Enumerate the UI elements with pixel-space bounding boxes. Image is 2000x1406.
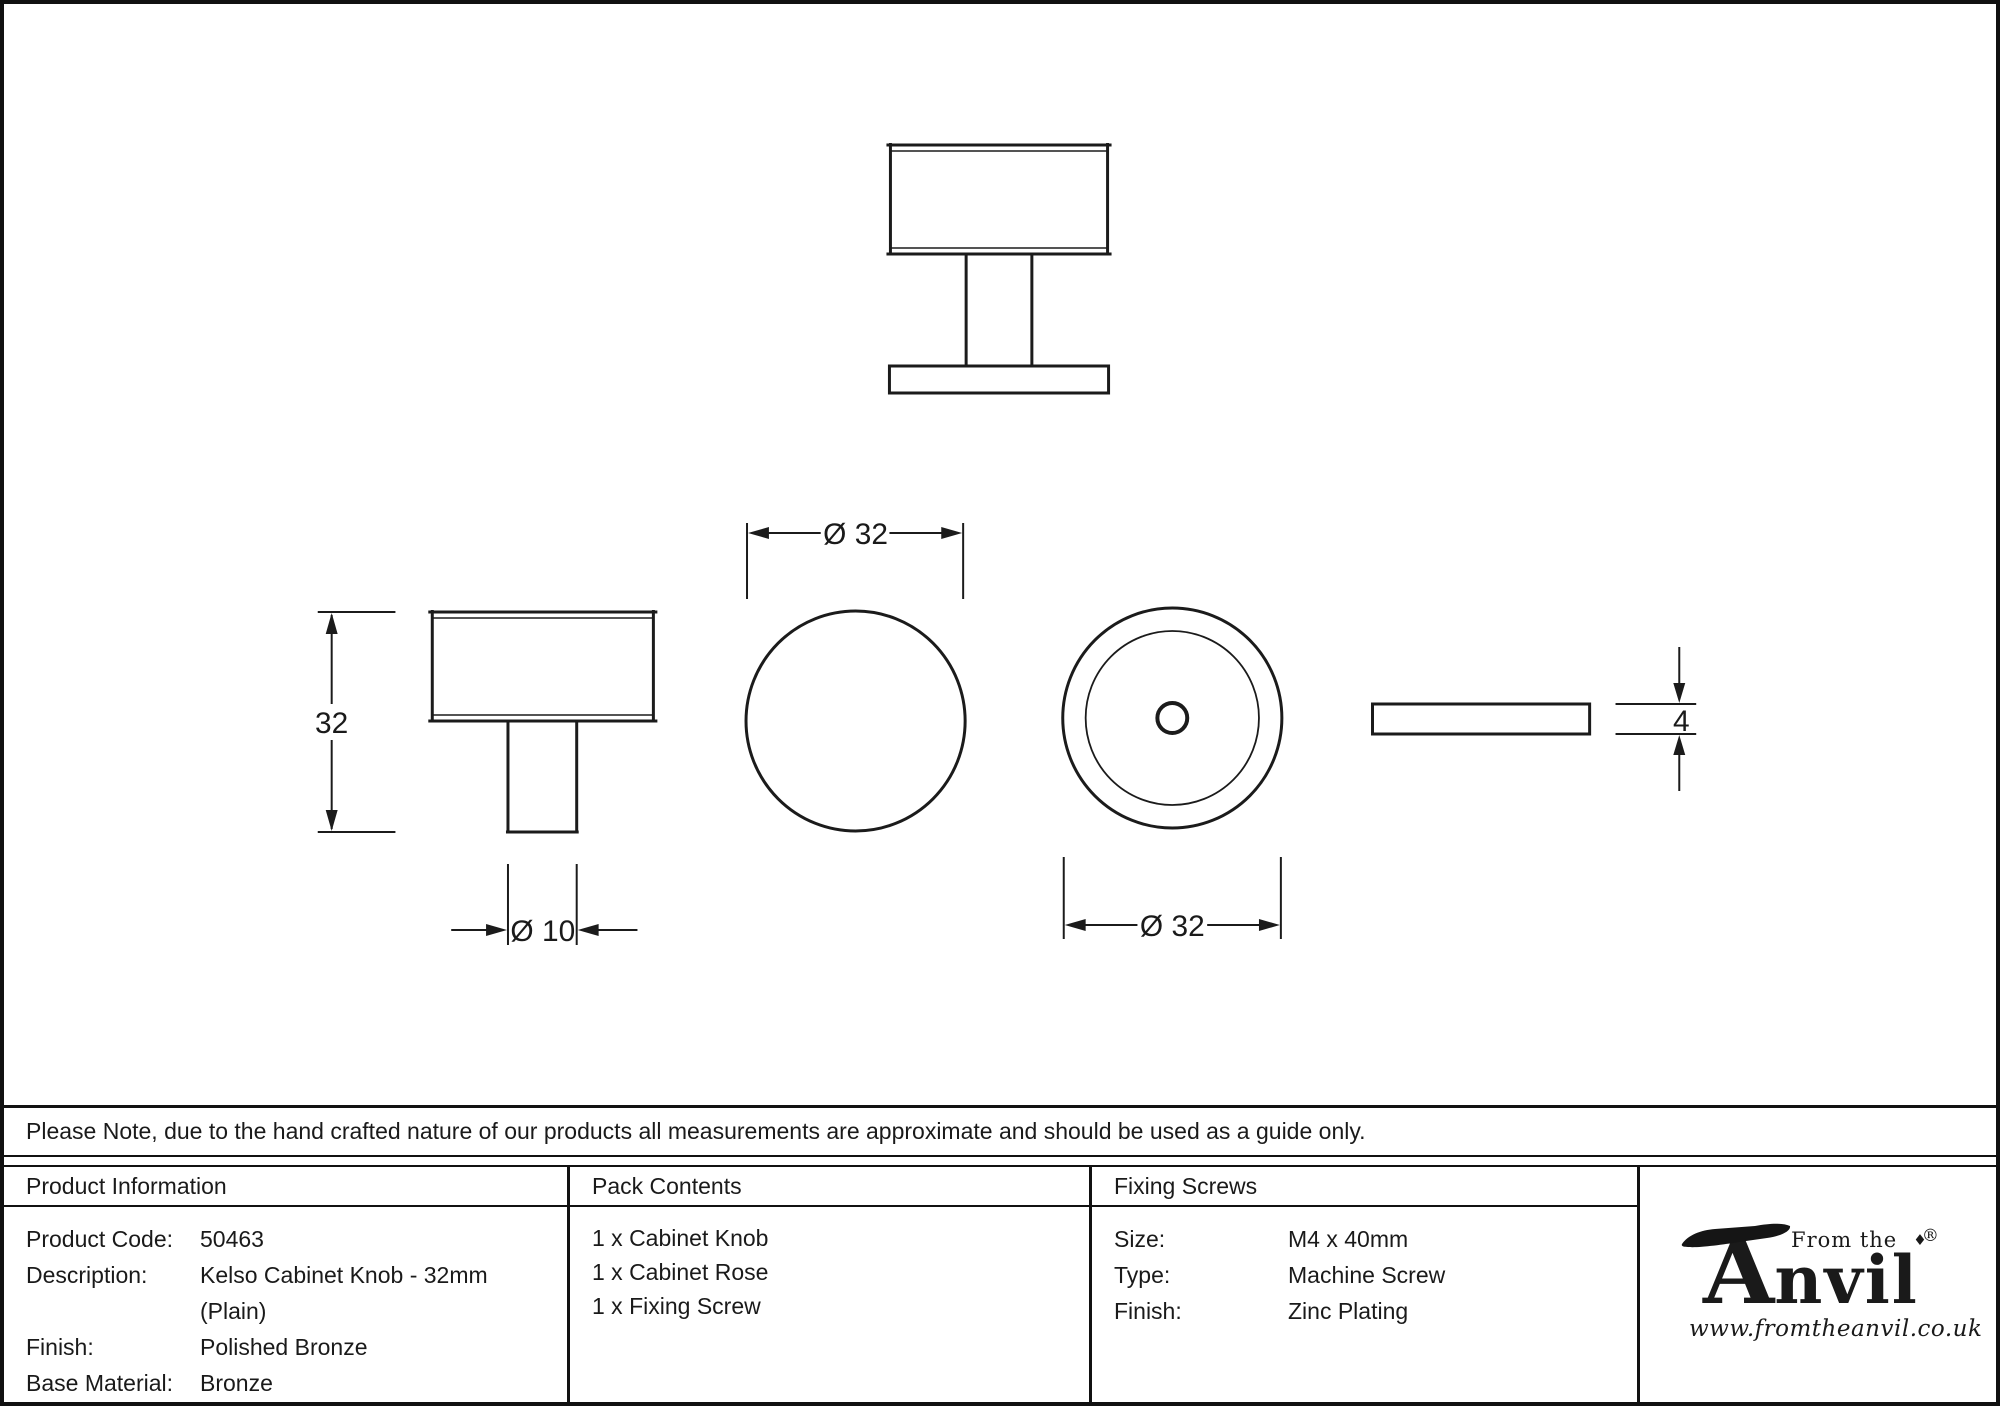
product-code-row: Product Code: 50463 [26, 1221, 557, 1257]
dimension-rose-thickness: 4 [1615, 647, 1697, 791]
knob-diameter-label: Ø 32 [823, 518, 888, 551]
rose-thickness-label: 4 [1673, 705, 1690, 738]
product-code-label: Product Code: [26, 1226, 174, 1252]
screw-type-row: Type: Machine Screw [1114, 1257, 1627, 1293]
logo-wordmark: A nvil ® [1703, 1225, 1947, 1319]
notice-bar: Please Note, due to the hand crafted nat… [4, 1105, 1996, 1157]
logo-tagline-text: From the [1791, 1227, 1898, 1252]
base-material-label: Base Material: [26, 1370, 174, 1396]
description-value: Kelso Cabinet Knob - 32mm (Plain) [200, 1257, 557, 1329]
diamond-icon: ♦ [1913, 1230, 1928, 1249]
info-table: Product Information Product Code: 50463 … [4, 1165, 1996, 1402]
description-row: Description: Kelso Cabinet Knob - 32mm (… [26, 1257, 557, 1329]
product-information-body: Product Code: 50463 Description: Kelso C… [4, 1207, 567, 1401]
anvil-icon [1681, 1223, 1791, 1247]
finish-row: Finish: Polished Bronze [26, 1329, 557, 1365]
finish-value: Polished Bronze [200, 1334, 368, 1360]
dimension-rose-diameter: Ø 32 [1062, 857, 1282, 943]
rose-back-view [1061, 606, 1284, 830]
knob-dimensioned-elevation [428, 610, 658, 834]
pack-item: 1 x Cabinet Knob [592, 1225, 769, 1251]
pack-contents-body: 1 x Cabinet Knob 1 x Cabinet Rose 1 x Fi… [570, 1207, 1089, 1323]
screw-finish-value: Zinc Plating [1288, 1298, 1409, 1324]
description-line2: (Plain) [200, 1298, 267, 1324]
product-information-header: Product Information [4, 1167, 567, 1207]
finish-label: Finish: [26, 1334, 94, 1360]
fixing-screws-body: Size: M4 x 40mm Type: Machine Screw Fini… [1092, 1207, 1637, 1329]
technical-drawing-area: 32 Ø 10 [4, 4, 1996, 1105]
technical-drawing-svg: 32 Ø 10 [315, 143, 1697, 948]
registered-trademark-icon: ® [1921, 1225, 1939, 1246]
screw-size-label: Size: [1114, 1226, 1166, 1252]
pack-contents-column: Pack Contents 1 x Cabinet Knob 1 x Cabin… [570, 1167, 1092, 1402]
pack-contents-header: Pack Contents [570, 1167, 1089, 1207]
screw-size-value: M4 x 40mm [1288, 1226, 1409, 1252]
knob-height-label: 32 [315, 707, 348, 740]
rose-diameter-label: Ø 32 [1140, 910, 1205, 943]
logo-tagline: From the ♦ [1791, 1228, 1928, 1252]
pack-item: 1 x Cabinet Rose [592, 1259, 769, 1285]
fixing-screws-column: Fixing Screws Size: M4 x 40mm Type: Mach… [1092, 1167, 1640, 1402]
dimension-knob-diameter: Ø 32 [746, 518, 965, 599]
from-the-anvil-logo: From the ♦ A nvil ® www.fromtheanvil.co.… [1681, 1223, 1983, 1342]
brand-logo-cell: From the ♦ A nvil ® www.fromtheanvil.co.… [1640, 1167, 1996, 1402]
base-material-row: Base Material: Bronze [26, 1365, 557, 1401]
dimension-knob-height: 32 [315, 611, 396, 833]
product-code-value: 50463 [200, 1226, 264, 1252]
fixing-screws-header: Fixing Screws [1092, 1167, 1637, 1207]
logo-website: www.fromtheanvil.co.uk [1689, 1315, 1983, 1342]
logo-word-rest: nvil [1774, 1240, 1919, 1319]
notice-text: Please Note, due to the hand crafted nat… [26, 1118, 1366, 1144]
screw-finish-label: Finish: [1114, 1298, 1182, 1324]
stem-diameter-label: Ø 10 [510, 915, 575, 948]
screw-type-value: Machine Screw [1288, 1262, 1446, 1288]
dimension-stem-diameter: Ø 10 [451, 864, 638, 948]
description-label: Description: [26, 1262, 148, 1288]
base-material-value: Bronze [200, 1370, 273, 1396]
product-information-column: Product Information Product Code: 50463 … [4, 1167, 570, 1402]
knob-top-elevation [886, 143, 1112, 395]
screw-finish-row: Finish: Zinc Plating [1114, 1293, 1627, 1329]
pack-item: 1 x Fixing Screw [592, 1293, 761, 1319]
screw-type-label: Type: [1114, 1262, 1171, 1288]
knob-face-view [744, 609, 967, 833]
description-line1: Kelso Cabinet Knob - 32mm [200, 1262, 488, 1288]
rose-side-profile [1371, 702, 1592, 736]
screw-size-row: Size: M4 x 40mm [1114, 1221, 1627, 1257]
